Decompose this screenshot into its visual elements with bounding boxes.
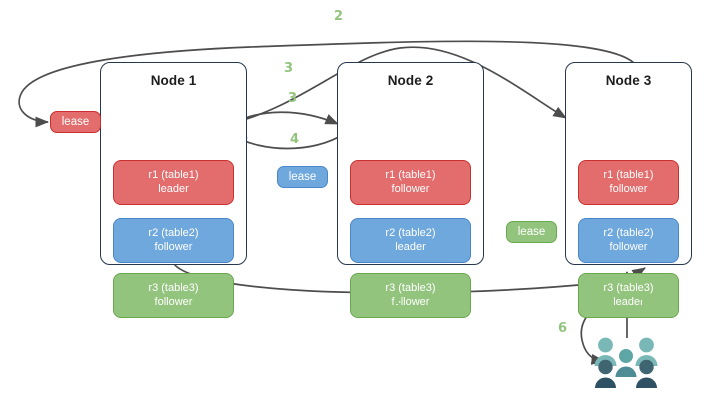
replica-n3-r1[interactable]: r1 (table1) follower xyxy=(578,160,679,205)
step-label-4: 4 xyxy=(290,132,300,147)
lease-badge-blue[interactable]: lease xyxy=(277,166,328,188)
lease-badge-red[interactable]: lease xyxy=(50,111,101,133)
users-group-icon xyxy=(594,337,658,388)
replica-n2-r3[interactable]: r3 (table3) follower xyxy=(350,273,471,318)
node-container-1[interactable]: Node 1 r1 (table1) leader r2 (table2) fo… xyxy=(100,62,247,318)
step-label-6: 6 xyxy=(558,321,568,336)
edge-step-3-far xyxy=(227,46,567,125)
replica-n1-r3[interactable]: r3 (table3) follower xyxy=(113,273,234,318)
replica-n3-r2[interactable]: r2 (table2) follower xyxy=(578,218,679,263)
step-label-1: 1 xyxy=(639,297,649,312)
node-container-2[interactable]: Node 2 r1 (table1) follower r2 (table2) … xyxy=(337,62,484,318)
step-label-5: 5 xyxy=(393,298,403,313)
step-label-2: 2 xyxy=(334,9,344,24)
step-label-3-far: 3 xyxy=(284,61,294,76)
edge-step-4 xyxy=(233,133,345,150)
replica-n1-r1[interactable]: r1 (table1) leader xyxy=(113,160,234,205)
lease-badge-green[interactable]: lease xyxy=(506,221,557,243)
node-title-2: Node 2 xyxy=(387,73,434,88)
node-title-1: Node 1 xyxy=(150,73,197,88)
node-title-3: Node 3 xyxy=(605,73,652,88)
replica-n2-r2[interactable]: r2 (table2) leader xyxy=(350,218,471,263)
node-container-3[interactable]: Node 3 r1 (table1) follower r2 (table2) … xyxy=(565,62,692,318)
replica-n1-r2[interactable]: r2 (table2) follower xyxy=(113,218,234,263)
edge-step-2 xyxy=(18,40,635,128)
replica-n3-r3[interactable]: r3 (table3) leader xyxy=(578,273,679,318)
replica-n2-r1[interactable]: r1 (table1) follower xyxy=(350,160,471,205)
step-label-3-near: 3 xyxy=(288,91,298,106)
